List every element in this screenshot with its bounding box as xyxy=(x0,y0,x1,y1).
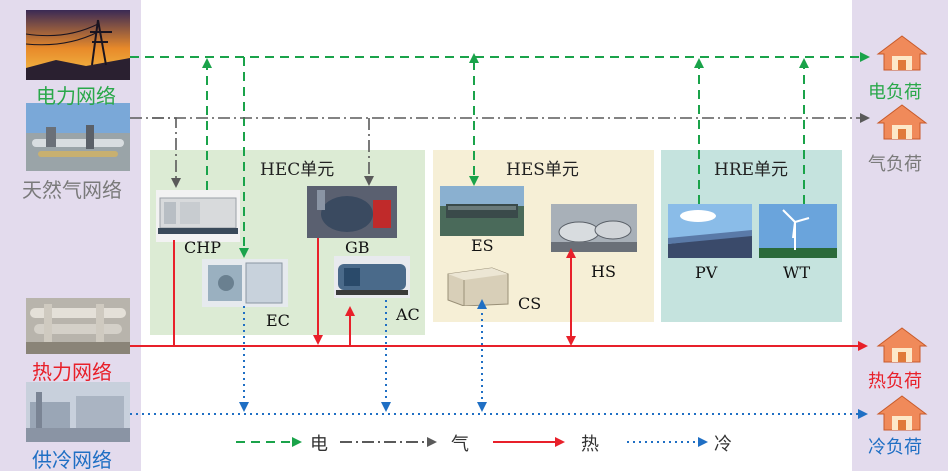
legend-cooling-label: 冷 xyxy=(714,434,732,455)
chp-photo xyxy=(156,190,240,242)
electric-network-label: 电力网络 xyxy=(36,84,116,108)
heat-load-label: 热负荷 xyxy=(868,371,922,392)
power-grid-photo xyxy=(26,10,130,80)
hs-photo xyxy=(551,204,637,252)
pv-label: PV xyxy=(695,263,718,282)
cooling-load-label: 冷负荷 xyxy=(868,437,922,458)
es-photo xyxy=(440,186,524,236)
gas-load-label: 气负荷 xyxy=(868,154,922,175)
cooling-network-label: 供冷网络 xyxy=(32,448,112,472)
hs-label: HS xyxy=(591,262,616,281)
hre-unit-title: HRE单元 xyxy=(714,160,789,180)
legend-electric-label: 电 xyxy=(310,434,328,455)
ec-photo xyxy=(202,259,288,307)
gas-network-label: 天然气网络 xyxy=(22,178,122,202)
cooling-load-house-icon xyxy=(876,394,928,432)
heat-network-label: 热力网络 xyxy=(32,360,112,384)
gas-network-photo xyxy=(26,103,130,171)
heat-network-photo xyxy=(26,298,130,354)
legend-heat-label: 热 xyxy=(581,434,599,455)
cooling-network-photo xyxy=(26,382,130,442)
pv-photo xyxy=(668,204,752,258)
wt-photo xyxy=(759,204,837,258)
heat-load-house-icon xyxy=(876,326,928,364)
gb-label: GB xyxy=(345,238,370,257)
gas-bus xyxy=(130,113,870,188)
gb-photo xyxy=(307,186,397,238)
ac-label: AC xyxy=(396,305,420,324)
ac-photo xyxy=(334,256,410,298)
cooling-bus xyxy=(130,299,868,419)
hec-unit-title: HEC单元 xyxy=(260,160,335,180)
load-panel xyxy=(852,0,948,471)
gas-load-house-icon xyxy=(876,103,928,141)
cs-photo xyxy=(446,264,510,306)
heat-bus xyxy=(130,238,868,351)
electric-load-house-icon xyxy=(876,34,928,72)
chp-label: CHP xyxy=(184,238,221,257)
electric-load-label: 电负荷 xyxy=(868,82,922,103)
ec-label: EC xyxy=(266,311,290,330)
legend-gas-label: 气 xyxy=(451,434,469,455)
wt-label: WT xyxy=(783,263,811,282)
cs-label: CS xyxy=(518,294,542,313)
es-label: ES xyxy=(471,236,494,255)
hes-unit-title: HES单元 xyxy=(506,160,579,180)
electric-bus xyxy=(130,52,870,258)
